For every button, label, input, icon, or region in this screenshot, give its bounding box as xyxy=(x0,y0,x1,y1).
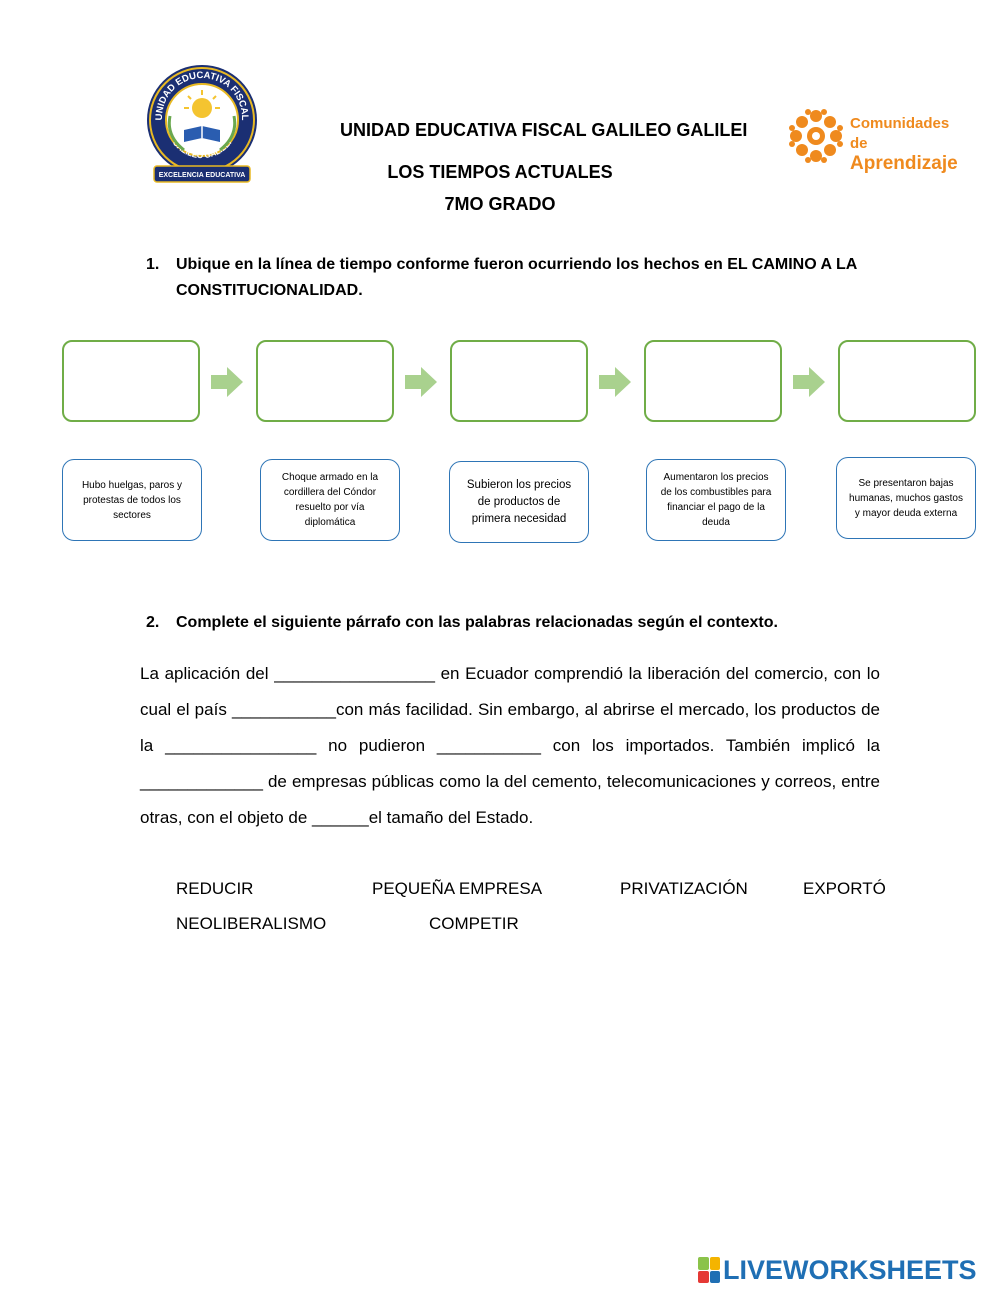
comunidades-logo: Comunidades de Aprendizaje xyxy=(786,106,966,174)
question-number: 1. xyxy=(146,256,160,273)
word-bank-item[interactable]: COMPETIR xyxy=(429,914,519,933)
event-card-5[interactable]: Se presentaron bajas humanas, muchos gas… xyxy=(836,457,976,539)
timeline-drop-box-3[interactable] xyxy=(450,340,588,422)
grade-label: 7MO GRADO xyxy=(444,194,556,214)
school-name: UNIDAD EDUCATIVA FISCAL GALILEO GALILEI xyxy=(340,120,748,140)
question-2: 2. Complete el siguiente párrafo con las… xyxy=(146,610,886,636)
word-bank-item[interactable]: NEOLIBERALISMO xyxy=(176,914,327,933)
question-1: 1. Ubique en la línea de tiempo conforme… xyxy=(146,252,886,304)
flower-icon xyxy=(789,109,843,163)
liveworksheets-logo: LIVEWORKSHEETS xyxy=(698,1252,977,1288)
worksheet-title: LOS TIEMPOS ACTUALES xyxy=(387,162,613,182)
liveworksheets-badge-icon xyxy=(698,1257,720,1283)
question-text: Ubique en la línea de tiempo conforme fu… xyxy=(176,256,857,299)
question-number: 2. xyxy=(146,614,160,631)
word-bank-item[interactable]: EXPORTÓ xyxy=(803,879,886,898)
fill-in-paragraph: La aplicación del _________________ en E… xyxy=(140,664,880,827)
arrow-right-icon xyxy=(793,367,825,397)
logo-line-2: Aprendizaje xyxy=(850,153,958,174)
timeline-drop-box-1[interactable] xyxy=(62,340,200,422)
word-bank-item[interactable]: REDUCIR xyxy=(176,879,254,898)
logo-line-1: Comunidades de xyxy=(850,115,950,152)
event-card-4[interactable]: Aumentaron los precios de los combustibl… xyxy=(646,459,786,541)
timeline-drop-box-4[interactable] xyxy=(644,340,782,422)
word-bank-item[interactable]: PRIVATIZACIÓN xyxy=(620,879,748,898)
arrow-right-icon xyxy=(211,367,243,397)
word-bank-item[interactable]: PEQUEÑA EMPRESA xyxy=(372,879,543,898)
event-card-text: Subieron los precios de productos de pri… xyxy=(466,478,572,525)
event-card-text: Se presentaron bajas humanas, muchos gas… xyxy=(849,477,963,519)
event-card-text: Hubo huelgas, paros y protestas de todos… xyxy=(81,479,183,521)
event-card-3[interactable]: Subieron los precios de productos de pri… xyxy=(449,461,589,543)
liveworksheets-brand: LIVEWORKSHEETS xyxy=(723,1254,977,1285)
arrow-right-icon xyxy=(405,367,437,397)
event-card-2[interactable]: Choque armado en la cordillera del Cóndo… xyxy=(260,459,400,541)
event-card-text: Choque armado en la cordillera del Cóndo… xyxy=(281,472,379,528)
logo-ribbon-text: EXCELENCIA EDUCATIVA xyxy=(159,172,246,179)
event-card-1[interactable]: Hubo huelgas, paros y protestas de todos… xyxy=(62,459,202,541)
event-card-text: Aumentaron los precios de los combustibl… xyxy=(660,472,772,528)
question-text: Complete el siguiente párrafo con las pa… xyxy=(176,614,778,631)
school-logo: UNIDAD EDUCATIVA FISCAL GALILEO GALILEI … xyxy=(144,56,260,188)
timeline-drop-box-5[interactable] xyxy=(838,340,976,422)
timeline-drop-box-2[interactable] xyxy=(256,340,394,422)
arrow-right-icon xyxy=(599,367,631,397)
